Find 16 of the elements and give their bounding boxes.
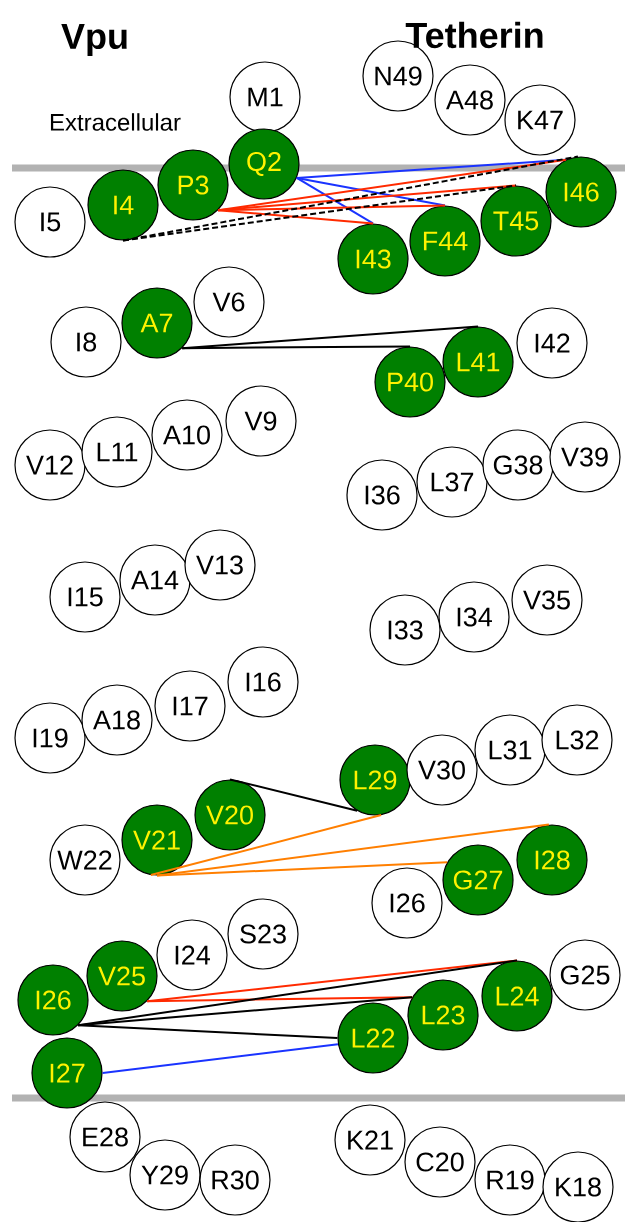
contact-line bbox=[77, 1024, 339, 1039]
column-title: Vpu bbox=[61, 23, 127, 57]
contact-line bbox=[295, 176, 374, 225]
contact-line bbox=[122, 155, 579, 242]
node-label: K18 bbox=[556, 1177, 601, 1197]
contact-line bbox=[217, 209, 374, 225]
contact-line bbox=[156, 823, 550, 877]
region-label: Extracellular bbox=[50, 113, 181, 131]
contact-line bbox=[149, 814, 383, 877]
contact-line bbox=[156, 861, 449, 877]
node-label: R30 bbox=[212, 1170, 259, 1190]
contact-line bbox=[101, 1043, 339, 1074]
contact-line bbox=[181, 345, 411, 350]
contact-line bbox=[122, 184, 517, 242]
node-label: V39 bbox=[561, 447, 608, 467]
contact-line bbox=[229, 778, 359, 812]
